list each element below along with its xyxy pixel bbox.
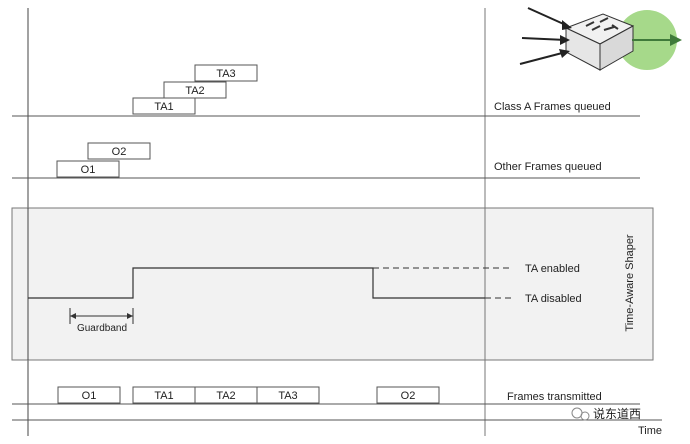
transmitted-frame: TA2 (194, 386, 258, 404)
shaper-title: Time-Aware Shaper (624, 234, 636, 332)
svg-text:O1: O1 (82, 390, 97, 402)
transmitted-frame: O2 (376, 386, 440, 404)
svg-text:TA1: TA1 (154, 101, 173, 113)
class-a-label: Class A Frames queued (494, 101, 611, 113)
guardband-label: Guardband (77, 323, 127, 334)
svg-text:O1: O1 (81, 164, 96, 176)
class-a-frame: TA3 (194, 64, 258, 82)
transmitted-frame: O1 (57, 386, 121, 404)
time-label: Time (638, 425, 662, 437)
other-frame: O1 (56, 160, 120, 178)
ta-disabled-label: TA disabled (525, 293, 582, 305)
svg-text:O2: O2 (401, 390, 416, 402)
svg-text:TA3: TA3 (216, 68, 235, 80)
svg-text:O2: O2 (112, 146, 127, 158)
svg-text:TA2: TA2 (185, 85, 204, 97)
ta-enabled-label: TA enabled (525, 263, 580, 275)
guardband-bracket (69, 308, 134, 324)
transmitted-label: Frames transmitted (507, 391, 602, 403)
other-frame: O2 (87, 142, 151, 160)
switch-icon (519, 7, 682, 71)
gate-signal (28, 267, 485, 299)
transmitted-frame: TA3 (256, 386, 320, 404)
transmitted-frame: TA1 (132, 386, 196, 404)
other-label: Other Frames queued (494, 161, 602, 173)
svg-text:TA1: TA1 (154, 390, 173, 402)
class-a-frame: TA2 (163, 81, 227, 99)
watermark: 说东道西 (571, 406, 641, 421)
svg-text:TA2: TA2 (216, 390, 235, 402)
svg-text:说东道西: 说东道西 (593, 406, 641, 421)
shaper-panel (11, 207, 654, 361)
svg-text:TA3: TA3 (278, 390, 297, 402)
class-a-frame: TA1 (132, 97, 196, 115)
